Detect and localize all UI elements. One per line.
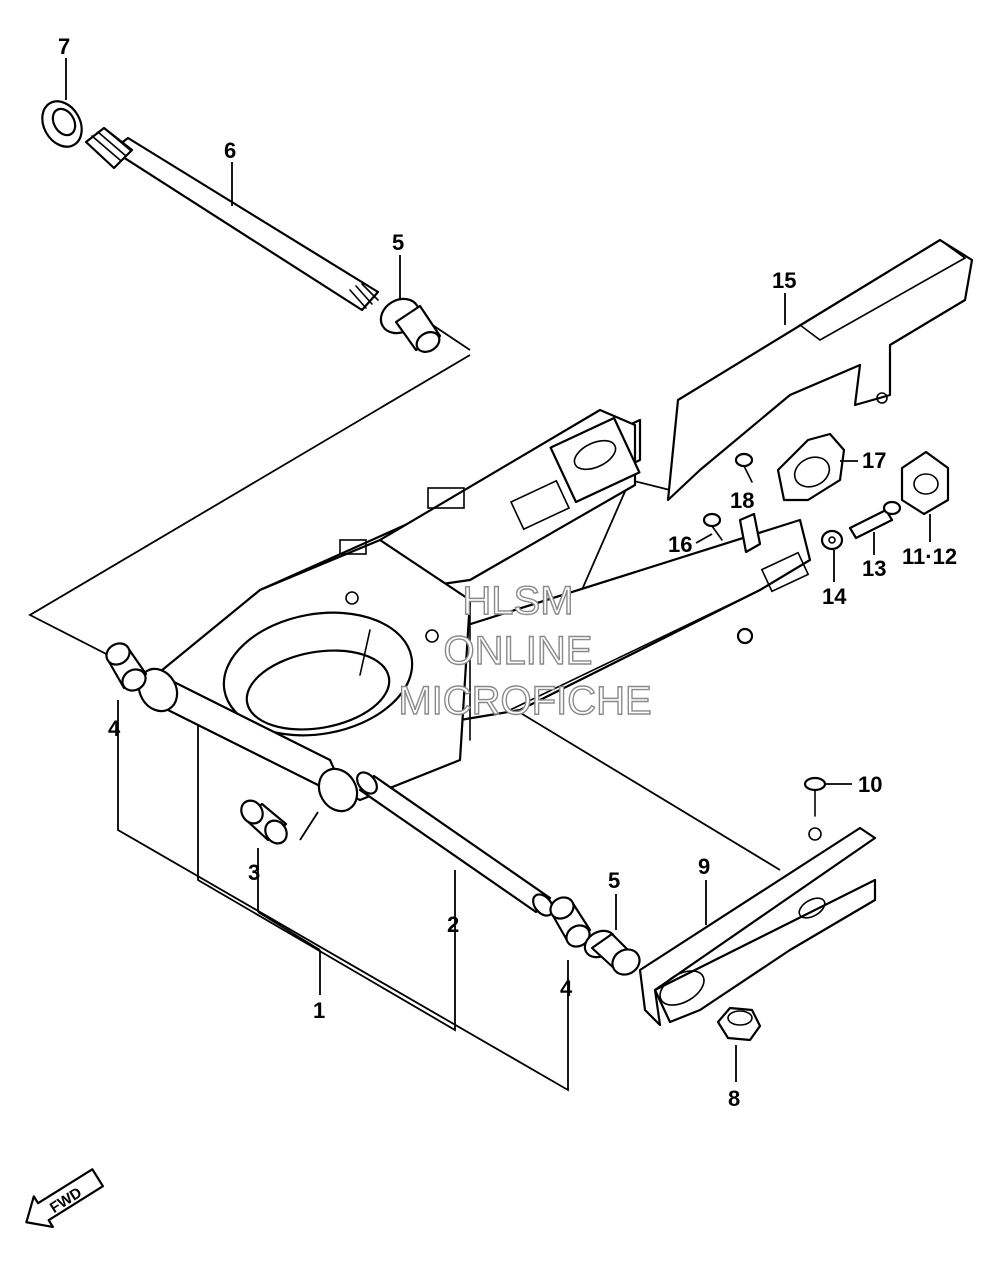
part-15-chain-cover — [666, 238, 974, 502]
callout-14: 14 — [822, 584, 847, 609]
callout-labels: 7 6 5 15 17 18 16 11·12 13 14 4 10 3 9 5… — [58, 34, 957, 1111]
callout-4-left: 4 — [108, 716, 121, 741]
callout-8: 8 — [728, 1086, 740, 1111]
callout-5-bottom: 5 — [608, 868, 620, 893]
fwd-arrow-icon: FWD — [25, 1168, 105, 1229]
callout-4-right: 4 — [560, 976, 573, 1001]
watermark: HLSM ONLINE MICROFICHE — [398, 578, 653, 723]
callout-10: 10 — [858, 772, 882, 797]
callout-6: 6 — [224, 138, 236, 163]
part-17-plate — [776, 432, 846, 502]
callout-7: 7 — [58, 34, 70, 59]
part-10-screw — [803, 776, 827, 817]
part-14-washer — [820, 529, 844, 551]
part-18-bolt — [734, 452, 754, 483]
callout-1: 1 — [313, 998, 325, 1023]
watermark-line-2: ONLINE — [444, 629, 593, 673]
callout-18: 18 — [730, 488, 754, 513]
part-4-bearing-left — [105, 642, 148, 692]
part-5-collar-bottom — [583, 929, 641, 976]
watermark-line-1: HLSM — [462, 579, 573, 623]
callout-9: 9 — [698, 854, 710, 879]
part-2-spacer — [356, 771, 554, 917]
part-11-12-adjuster-block — [900, 450, 950, 516]
part-7-lock-nut — [41, 100, 83, 148]
callout-13: 13 — [862, 556, 886, 581]
reference-lines — [28, 299, 781, 1092]
part-13-adjuster-bolt — [848, 500, 902, 540]
part-8-nut — [716, 1006, 762, 1042]
callout-5-top: 5 — [392, 230, 404, 255]
part-9-chain-slider — [638, 826, 877, 1027]
callout-2: 2 — [447, 912, 459, 937]
callout-11-12: 11·12 — [902, 544, 957, 569]
watermark-line-3: MICROFICHE — [398, 679, 651, 723]
callout-3: 3 — [248, 860, 260, 885]
callout-16: 16 — [668, 532, 692, 557]
part-16-bolt — [702, 512, 723, 541]
bracket — [738, 512, 762, 554]
part-6-pivot-shaft — [84, 126, 380, 312]
callout-17: 17 — [862, 448, 886, 473]
callout-15: 15 — [772, 268, 796, 293]
part-4-bearing-right — [549, 896, 592, 948]
part-1-swingarm — [137, 408, 812, 813]
part-3-bearing — [240, 799, 288, 845]
part-5-collar-top — [379, 297, 442, 353]
